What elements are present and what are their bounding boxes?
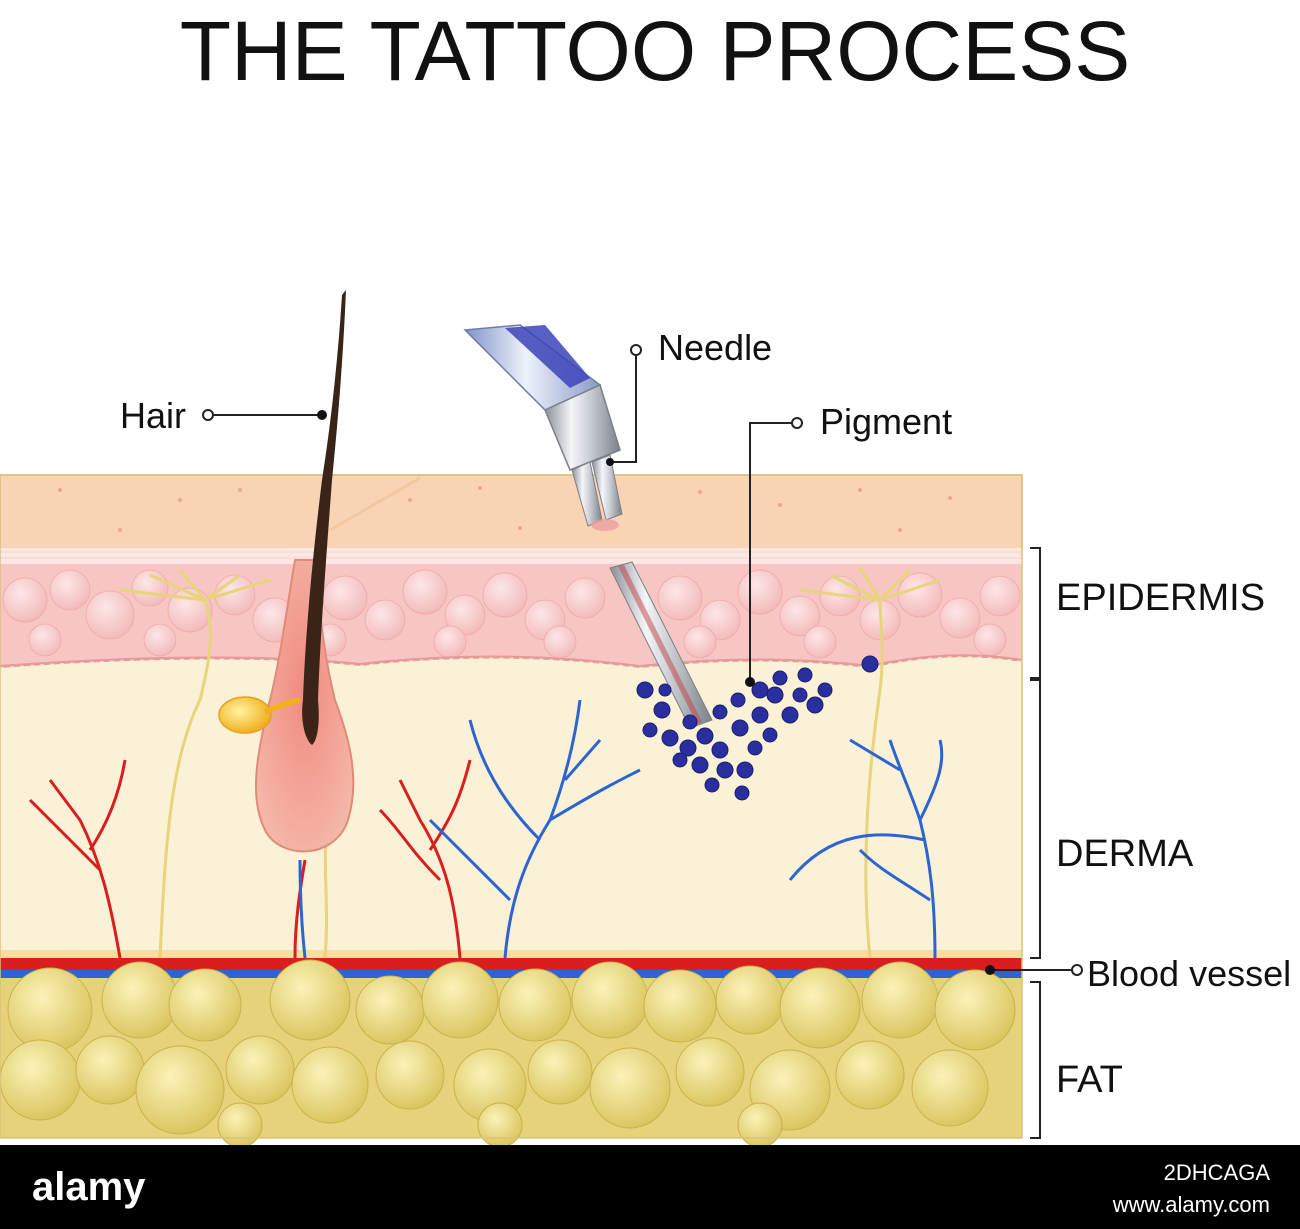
pigment-particles (636, 655, 879, 801)
footer-brand: alamy (32, 1165, 146, 1209)
vein-band (0, 970, 1022, 980)
skin-cross-section (0, 474, 1023, 1148)
artery-band (0, 958, 1022, 970)
layer-brackets (1030, 547, 1041, 1139)
hair-follicle (218, 290, 355, 853)
label-derma: DERMA (1056, 833, 1194, 875)
label-leaders (202, 344, 1083, 976)
skin-pores (58, 486, 952, 532)
footer-image-id: 2DHCAGA (1164, 1160, 1271, 1185)
nerve-fibers (119, 567, 941, 959)
fat-bracket (1030, 981, 1041, 1139)
diagram-title: THE TATTOO PROCESS (180, 4, 1131, 98)
footer-bar (0, 1145, 1300, 1229)
machine-tube (544, 383, 621, 471)
derma-base (0, 950, 1022, 958)
label-blood-vessel: Blood vessel (1087, 953, 1291, 994)
sebaceous-gland (218, 696, 272, 734)
stratum-lucidum (0, 548, 1022, 564)
footer-url: www.alamy.com (1112, 1192, 1270, 1217)
tattoo-machine (463, 324, 713, 729)
hair-shaft (303, 290, 346, 700)
label-hair: Hair (120, 395, 186, 436)
arteries (28, 759, 472, 959)
veins (298, 699, 944, 959)
label-needle: Needle (658, 327, 772, 368)
skin-surface-layer (0, 474, 1023, 551)
label-fat: FAT (1056, 1059, 1123, 1101)
label-pigment: Pigment (820, 401, 952, 442)
fat-cells (0, 959, 1016, 1148)
label-epidermis: EPIDERMIS (1056, 577, 1265, 619)
derma-bracket (1030, 679, 1041, 959)
epidermis-bracket (1030, 547, 1041, 679)
